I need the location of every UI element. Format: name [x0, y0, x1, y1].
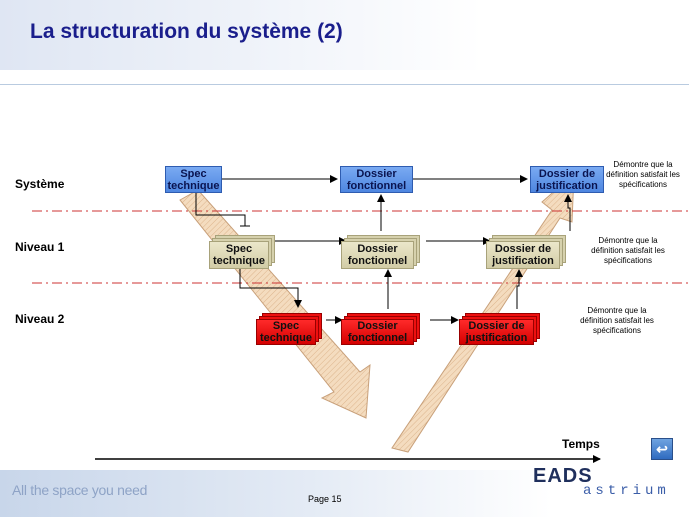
- n2-dossier-justification-label: Dossier de justification: [465, 320, 528, 344]
- system-dossier-justification-box: Dossier de justification: [530, 166, 604, 193]
- connector-n1-spec-to-n2-spec: [239, 268, 302, 308]
- level-label-niveau2: Niveau 2: [15, 312, 65, 326]
- system-dossier-fonctionnel-box: Dossier fonctionnel: [340, 166, 413, 193]
- connector-n1-just-to-sys-just: [564, 194, 572, 231]
- n2-dossier-fonctionnel-label: Dossier fonctionnel: [347, 320, 408, 344]
- n2-dossier-fonctionnel-box: Dossier fonctionnel: [341, 319, 414, 345]
- n1-note: Démontre que la définition satisfait les…: [591, 236, 665, 265]
- n1-spec-technique-box: Spec technique: [209, 241, 269, 269]
- descending-v-arrow: [179, 189, 371, 419]
- n2-spec-technique-box: Spec technique: [256, 319, 316, 345]
- slide-title: La structuration du système (2): [30, 20, 343, 43]
- ascending-v-arrow: [391, 172, 575, 453]
- system-spec-technique-box: Spec technique: [165, 166, 222, 193]
- system-dossier-fonctionnel-label: Dossier fonctionnel: [346, 167, 407, 192]
- astrium-logo: astrium: [583, 483, 670, 499]
- n2-note: Démontre que la définition satisfait les…: [580, 306, 654, 335]
- footer-band: [0, 470, 689, 517]
- n1-dossier-fonctionnel-box: Dossier fonctionnel: [341, 241, 414, 269]
- title-band: [0, 0, 689, 70]
- connector-n2-just-to-n1-just: [515, 269, 523, 309]
- n2-dossier-justification-box: Dossier de justification: [459, 319, 534, 345]
- footer-tagline: All the space you need: [12, 482, 148, 498]
- title-rule: [0, 84, 689, 85]
- system-dossier-justification-label: Dossier de justification: [536, 167, 598, 192]
- level-label-systeme: Système: [15, 177, 65, 191]
- n1-dossier-justification-box: Dossier de justification: [486, 241, 560, 269]
- time-axis-label: Temps: [562, 437, 600, 451]
- system-spec-technique-label: Spec technique: [167, 167, 220, 192]
- n2-spec-technique-label: Spec technique: [260, 320, 312, 344]
- return-arrow-icon[interactable]: ↩: [651, 438, 673, 460]
- system-note: Démontre que la définition satisfait les…: [606, 160, 680, 189]
- eads-logo: EADS: [533, 465, 593, 487]
- n1-spec-technique-label: Spec technique: [213, 243, 265, 267]
- level-label-niveau1: Niveau 1: [15, 240, 65, 254]
- connector-sys-spec-to-n1-spec: [195, 193, 246, 226]
- n1-dossier-justification-label: Dossier de justification: [492, 243, 554, 267]
- n1-dossier-fonctionnel-label: Dossier fonctionnel: [347, 243, 408, 267]
- page-number: Page 15: [308, 494, 342, 504]
